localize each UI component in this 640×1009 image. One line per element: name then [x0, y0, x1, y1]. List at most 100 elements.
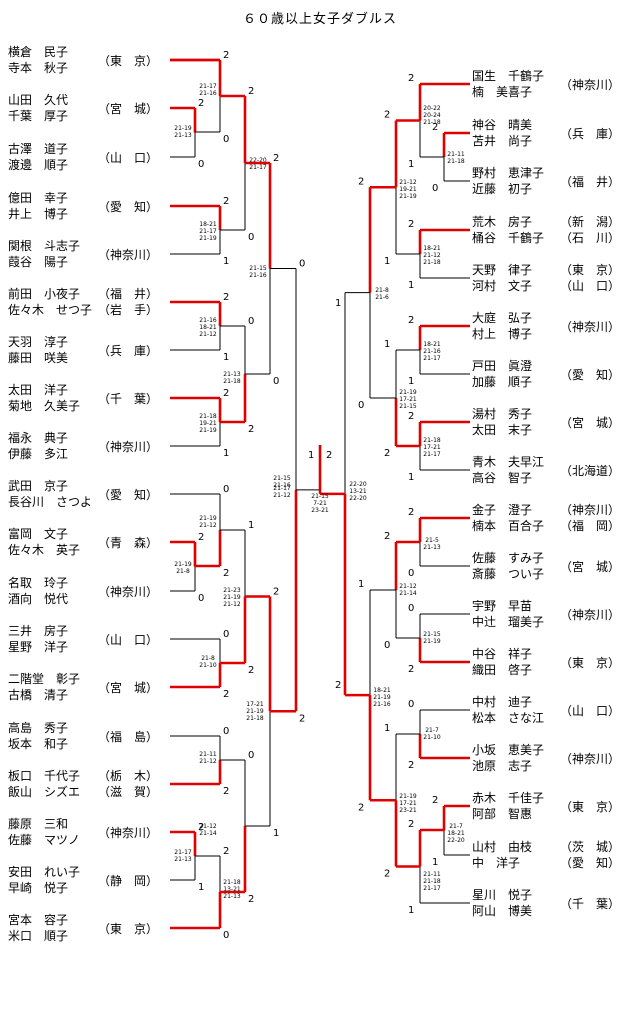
team-prefecture: （神奈川） [98, 440, 158, 454]
win-count: 1 [198, 882, 204, 893]
game-score: 18-21 [423, 245, 441, 252]
team-player-name: 板口 千代子 [8, 769, 80, 783]
win-count: 2 [408, 760, 414, 771]
page-title: ６０歳以上女子ダブルス [242, 12, 397, 27]
game-score: 21-18 [223, 378, 241, 385]
game-score: 21-14 [199, 830, 217, 837]
win-count: 2 [223, 50, 229, 61]
game-score: 21-19 [373, 694, 391, 701]
team-player-name: 山田 久代 [8, 93, 68, 107]
win-count: 1 [223, 256, 229, 267]
team-player-name: 藤田 咲美 [8, 350, 68, 365]
team-player-name: 阿山 博美 [472, 903, 532, 918]
team-prefecture: （東 京） [560, 263, 620, 277]
team-player-name: 坂本 和子 [8, 737, 68, 751]
team-prefecture: （福 井） [560, 174, 620, 189]
team-player-name: 前田 小夜子 [8, 286, 80, 301]
team-player-name: 中村 迪子 [472, 694, 532, 709]
win-count: 2 [198, 532, 204, 543]
win-count: 0 [408, 568, 414, 579]
game-score: 21-17 [273, 485, 291, 492]
team-player-name: 武田 京子 [8, 479, 68, 493]
team-player-name: 小坂 恵美子 [472, 743, 544, 757]
team-player-name: 村上 博子 [472, 326, 532, 341]
team-player-name: 二階堂 彰子 [8, 671, 80, 686]
team-prefecture: （千 葉） [560, 897, 620, 911]
win-count: 2 [384, 869, 390, 880]
team-player-name: 宇野 早苗 [472, 599, 532, 613]
team-prefecture: （東 京） [560, 800, 620, 814]
team-player-name: 星川 悦子 [472, 888, 532, 902]
team-player-name: 福永 典子 [8, 430, 68, 445]
team-player-name: 青木 夫早江 [472, 455, 544, 469]
win-count: 1 [408, 472, 414, 483]
win-count: 1 [408, 280, 414, 291]
team-prefecture: （福 岡） [560, 518, 620, 533]
team-player-name: 加藤 順子 [472, 375, 532, 389]
game-score: 17-21 [246, 701, 264, 708]
game-score: 21-19 [174, 125, 192, 132]
game-score: 21-16 [249, 272, 267, 279]
win-count: 1 [384, 339, 390, 350]
win-count: 2 [408, 507, 414, 518]
win-count: 0 [273, 376, 279, 387]
team-prefecture: （北海道） [560, 463, 620, 478]
win-count: 2 [248, 665, 254, 676]
game-score: 23-21 [311, 507, 329, 514]
win-count: 2 [273, 153, 279, 164]
game-score: 18-21 [447, 830, 465, 837]
team-player-name: 横倉 民子 [8, 44, 68, 59]
team-prefecture: （愛 知） [560, 856, 620, 870]
team-prefecture: （神奈川） [98, 585, 158, 599]
team-player-name: 織田 啓子 [472, 662, 532, 677]
team-player-name: 天羽 淳子 [8, 334, 68, 349]
game-score: 19-21 [199, 420, 217, 427]
team-prefecture: （愛 知） [98, 200, 158, 214]
team-player-name: 佐々木 英子 [8, 543, 80, 557]
game-score: 21-18 [423, 878, 441, 885]
game-score: 21-18 [447, 158, 465, 165]
team-player-name: 佐藤 すみ子 [472, 551, 544, 565]
game-score: 7-21 [313, 500, 327, 507]
team-prefecture: （神奈川） [560, 503, 620, 517]
win-count: 0 [384, 640, 390, 651]
team-player-name: 太田 末子 [472, 422, 532, 437]
team-player-name: 大庭 弘子 [472, 310, 532, 325]
win-count: 1 [335, 298, 341, 309]
win-count: 0 [223, 930, 229, 941]
game-score: 21-16 [199, 317, 217, 324]
game-score: 22-20 [349, 481, 367, 488]
team-prefecture: （福 井） [98, 286, 158, 301]
game-score: 21-19 [399, 793, 417, 800]
team-player-name: 中辻 瑠美子 [472, 614, 544, 629]
team-prefecture: （茨 城） [560, 840, 620, 854]
team-player-name: 野村 恵津子 [472, 166, 544, 180]
team-prefecture: （神奈川） [560, 78, 620, 92]
game-score: 21-12 [423, 252, 441, 259]
game-score: 21-18 [223, 879, 241, 886]
team-player-name: 高島 秀子 [8, 720, 68, 735]
game-score: 21-18 [423, 259, 441, 266]
game-score: 21-10 [199, 662, 217, 669]
win-count: 0 [198, 159, 204, 170]
team-prefecture: （神奈川） [98, 248, 158, 262]
game-score: 21-12 [199, 331, 217, 338]
game-score: 22-20 [249, 157, 267, 164]
game-score: 21-8 [375, 287, 389, 294]
game-score: 21-19 [399, 389, 417, 396]
game-score: 21-19 [423, 638, 441, 645]
win-count: 2 [335, 680, 341, 691]
game-score: 13-21 [223, 886, 241, 893]
team-prefecture: （石 川） [560, 231, 620, 245]
game-score: 21-13 [174, 132, 192, 139]
game-score: 22-20 [447, 837, 465, 844]
win-count: 2 [223, 196, 229, 207]
win-count: 2 [223, 846, 229, 857]
team-player-name: 中 洋子 [472, 855, 520, 870]
team-player-name: 早崎 悦子 [8, 881, 68, 895]
team-player-name: 富岡 文子 [8, 526, 68, 541]
win-count: 1 [273, 828, 279, 839]
team-player-name: 古橋 清子 [8, 687, 68, 702]
team-player-name: 伊藤 多江 [8, 447, 68, 461]
win-count: 2 [326, 450, 332, 461]
